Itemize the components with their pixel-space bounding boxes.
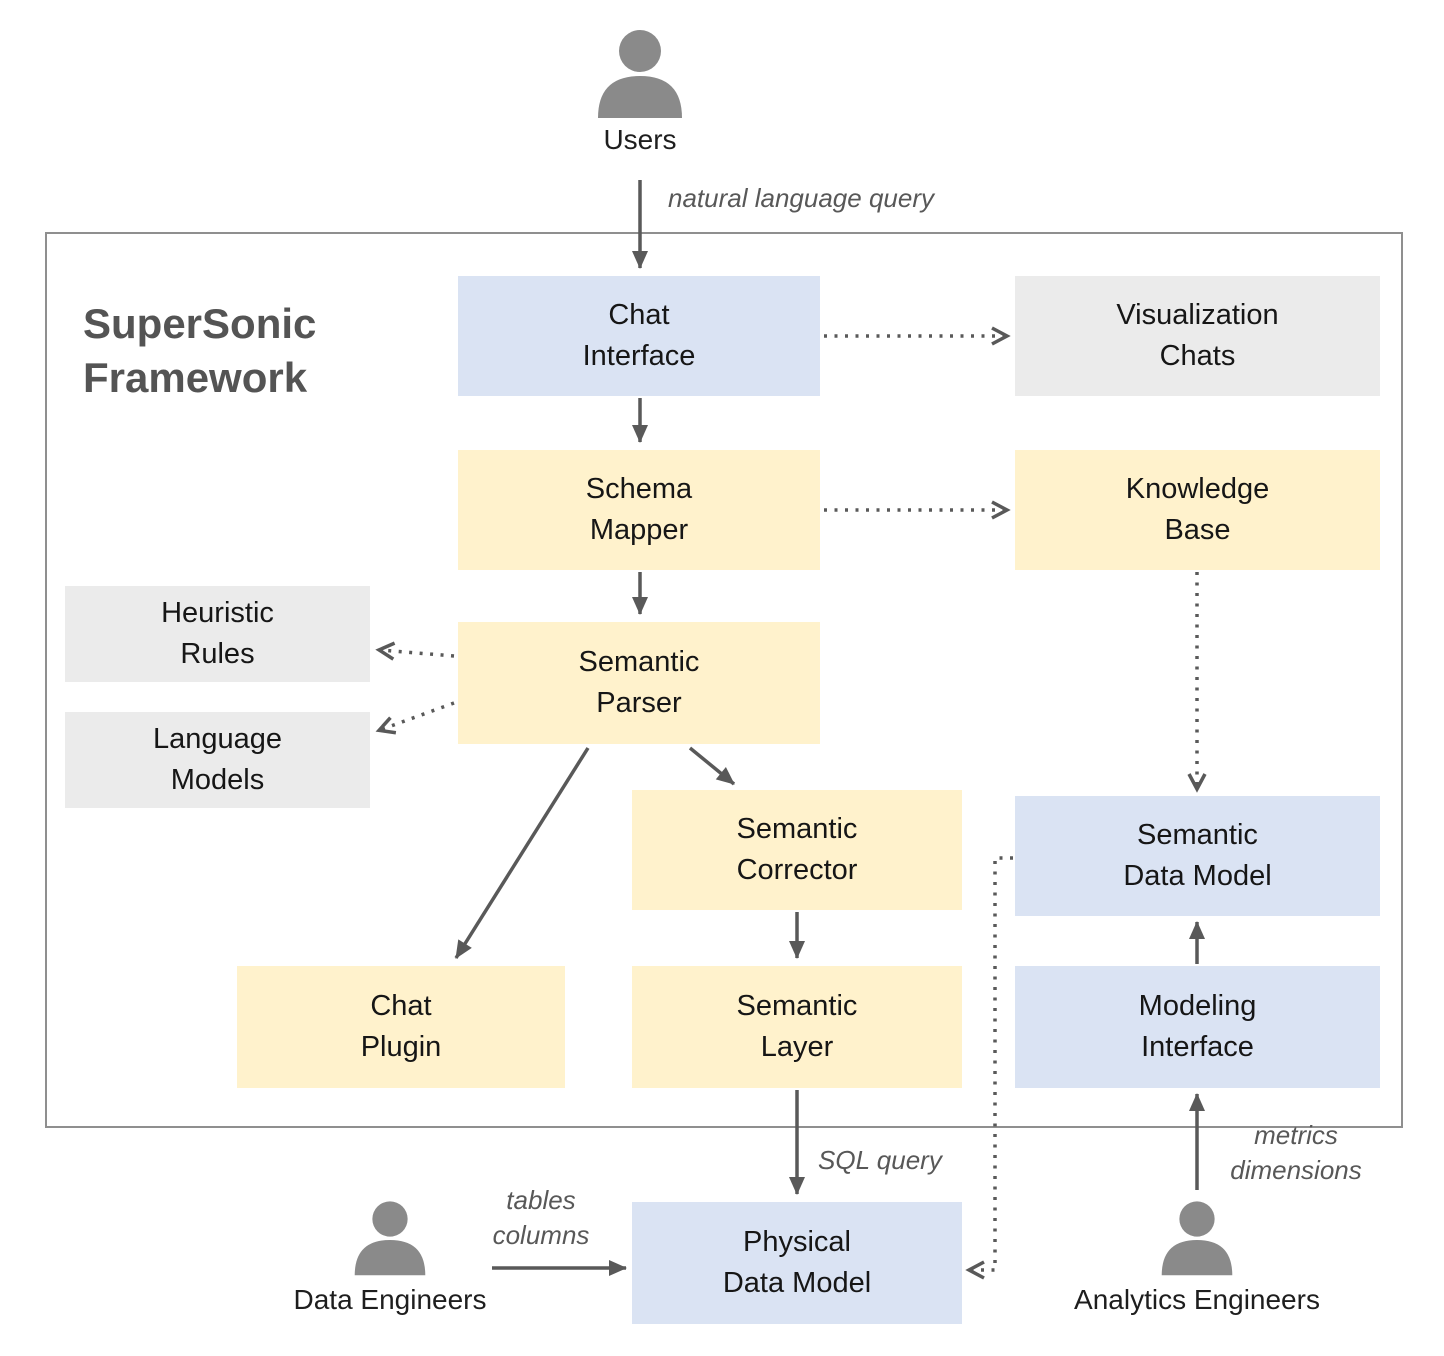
node-language-models: Language Models [65, 712, 370, 808]
node-label: Semantic Layer [736, 990, 858, 1063]
node-visualization-chats: Visualization Chats [1015, 276, 1380, 396]
framework-border [45, 232, 1403, 1128]
node-heuristic-rules: Heuristic Rules [65, 586, 370, 682]
analytics-engineers-label: Analytics Engineers [1074, 1284, 1320, 1315]
node-knowledge-base: Knowledge Base [1015, 450, 1380, 570]
node-label: Schema Mapper [585, 473, 693, 546]
edge-label-metrics-dimensions: metrics dimensions [1230, 1120, 1362, 1186]
node-semantic-layer: Semantic Layer [632, 966, 962, 1088]
node-label: Language Models [152, 723, 283, 796]
node-modeling-interface: Modeling Interface [1015, 966, 1380, 1088]
node-chat-plugin: Chat Plugin [237, 966, 565, 1088]
node-label: Heuristic Rules [161, 597, 274, 670]
users-icon [598, 30, 682, 118]
node-label: Physical Data Model [722, 1226, 872, 1299]
data-engineers-icon [354, 1201, 426, 1276]
node-label: Knowledge Base [1125, 473, 1270, 546]
framework-title: SuperSonic Framework [83, 300, 317, 401]
node-schema-mapper: Schema Mapper [458, 450, 820, 570]
data-engineers-label: Data Engineers [293, 1284, 487, 1315]
node-label: Visualization Chats [1116, 299, 1279, 372]
node-label: Semantic Corrector [736, 813, 858, 886]
edge-label-natural-language-query: natural language query [668, 183, 934, 213]
node-semantic-data-model: Semantic Data Model [1015, 796, 1380, 916]
edge-label-sql-query: SQL query [818, 1145, 942, 1175]
node-label: Semantic Data Model [1123, 819, 1272, 892]
node-label: Semantic Parser [578, 646, 700, 719]
node-label: Chat Interface [582, 299, 696, 372]
users-label: Users [603, 124, 677, 155]
node-label: Chat Plugin [360, 990, 442, 1063]
edge-label-tables-columns: tables columns [492, 1185, 590, 1251]
node-label: Modeling Interface [1138, 990, 1257, 1063]
node-semantic-corrector: Semantic Corrector [632, 790, 962, 910]
analytics-engineers-icon [1161, 1201, 1233, 1276]
node-physical-data-model: Physical Data Model [632, 1202, 962, 1324]
node-semantic-parser: Semantic Parser [458, 622, 820, 744]
node-chat-interface: Chat Interface [458, 276, 820, 396]
